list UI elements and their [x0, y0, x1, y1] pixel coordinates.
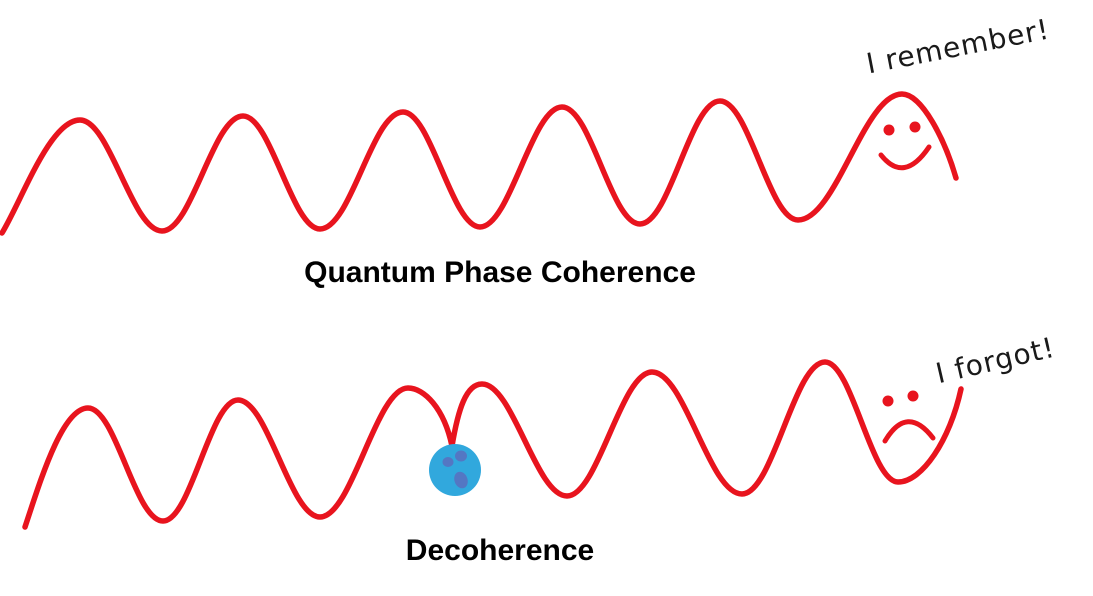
particle-body — [429, 444, 481, 496]
particle-spot — [442, 457, 454, 467]
sad-mouth — [882, 419, 936, 444]
sad-right-eye — [907, 390, 919, 402]
particle-spot — [455, 450, 467, 462]
smiley-face-icon — [878, 121, 932, 171]
sad-left-eye — [882, 395, 894, 407]
label-quantum-phase-coherence: Quantum Phase Coherence — [304, 256, 696, 289]
particle-spot — [454, 471, 468, 489]
blue-particle-icon — [429, 444, 481, 496]
label-decoherence: Decoherence — [405, 534, 595, 567]
smiley-right-eye — [909, 121, 921, 133]
coherent-wave — [0, 91, 959, 236]
smiley-left-eye — [883, 124, 895, 136]
decoherent-wave — [22, 359, 964, 530]
sad-face-icon — [882, 390, 936, 444]
smiley-mouth — [878, 144, 932, 171]
